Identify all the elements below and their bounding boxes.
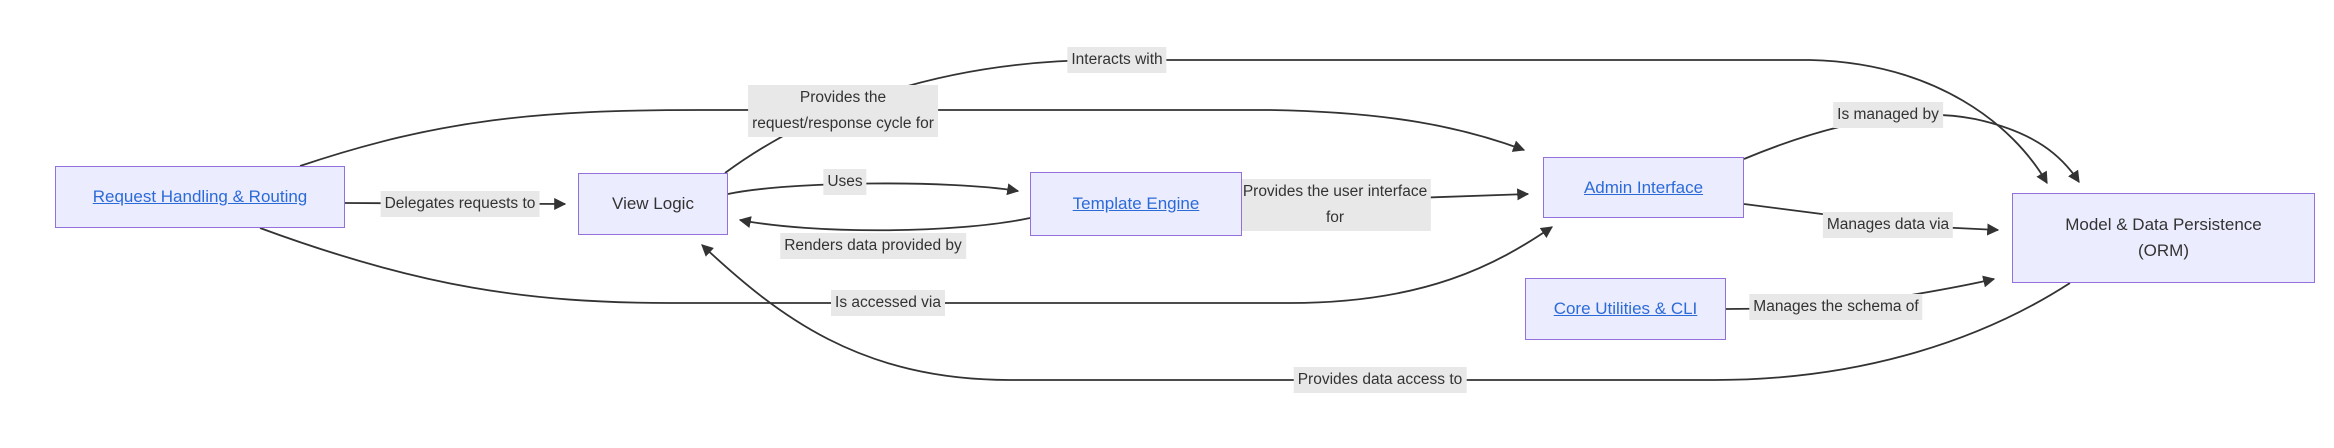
node-orm: Model & Data Persistence (ORM)	[2012, 193, 2315, 283]
node-orm-label: (ORM)	[2138, 241, 2189, 260]
edge-label-text: Interacts with	[1071, 51, 1163, 68]
edge-label-template-admin: Provides the user interface for	[1238, 179, 1432, 231]
edge-label-text: Is accessed via	[835, 294, 941, 311]
edge-label-view-orm: Interacts with	[1067, 47, 1167, 73]
node-admin-label[interactable]: Admin Interface	[1583, 177, 1704, 197]
edge-label-admin-orm: Is managed by	[1833, 102, 1943, 128]
edge-label-text: Is managed by	[1837, 106, 1939, 123]
node-admin[interactable]: Admin Interface	[1543, 157, 1744, 218]
edge-template-view	[738, 216, 1031, 232]
edge-label-text: Uses	[827, 173, 863, 190]
edge-label-text: Provides data access to	[1297, 371, 1463, 388]
node-request[interactable]: Request Handling & Routing	[55, 166, 345, 228]
edge-label-core-orm: Manages the schema of	[1749, 294, 1923, 320]
edge-label-admin-orm: Manages data via	[1822, 212, 1954, 238]
edge-label-text: request/response cycle for	[752, 115, 934, 132]
edge-label-orm-view: Provides data access to	[1293, 367, 1467, 393]
edge-label-text: for	[1325, 209, 1345, 226]
node-core-label[interactable]: Core Utilities & CLI	[1553, 299, 1698, 318]
edge-view-template	[727, 182, 1020, 196]
edge-label-request-admin: Is accessed via	[831, 290, 945, 316]
edge-label-text: Delegates requests to	[384, 195, 536, 212]
edge-label-template-view: Renders data provided by	[780, 233, 966, 259]
node-orm-label: Model & Data Persistence	[2065, 215, 2262, 234]
edge-label-request-admin: Provides the request/response cycle for	[748, 85, 938, 137]
node-core[interactable]: Core Utilities & CLI	[1525, 278, 1726, 340]
edge-request-admin	[259, 226, 1553, 304]
edge-label-text: Provides the user interface	[1242, 183, 1428, 200]
edge-label-view-template: Uses	[823, 169, 867, 195]
node-template-label[interactable]: Template Engine	[1072, 194, 1200, 213]
node-template[interactable]: Template Engine	[1030, 172, 1242, 236]
node-view: View Logic	[578, 173, 728, 235]
edge-label-text: Renders data provided by	[784, 237, 962, 254]
edge-label-text: Provides the	[799, 89, 887, 106]
edge-label-text: Manages data via	[1826, 216, 1950, 233]
node-request-label[interactable]: Request Handling & Routing	[92, 187, 308, 206]
edge-label-text: Manages the schema of	[1753, 298, 1919, 315]
edge-label-request-view: Delegates requests to	[380, 191, 540, 217]
edge-orm-view	[701, 244, 2071, 381]
node-view-label: View Logic	[612, 194, 694, 213]
